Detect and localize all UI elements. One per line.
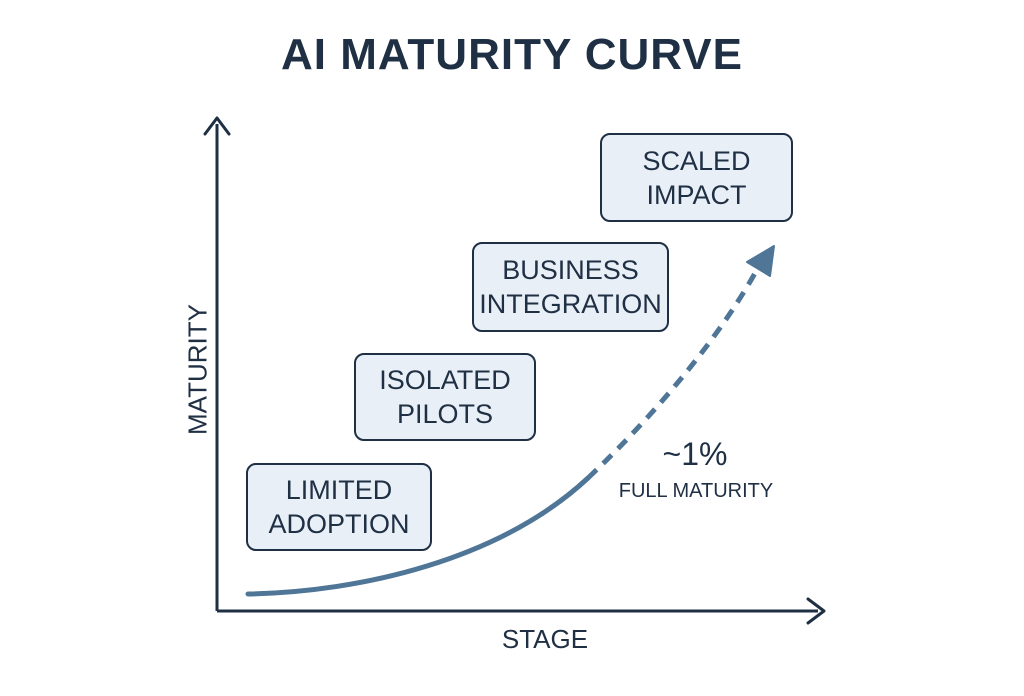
stage-box-isolated-pilots: ISOLATED PILOTS (354, 353, 536, 441)
stage-label-line1: BUSINESS (502, 255, 639, 285)
x-axis-label: STAGE (501, 624, 589, 654)
stage-box-scaled-impact: SCALED IMPACT (600, 133, 793, 222)
stage-label-line2: IMPACT (646, 179, 747, 210)
stage-label-line2: INTEGRATION (479, 289, 662, 319)
stage-box-business-integration: BUSINESS INTEGRATION (472, 242, 669, 332)
full-maturity-caption: FULL MATURITY (618, 480, 774, 502)
y-axis-label: MATURITY (182, 304, 213, 435)
stage-label-line1: ISOLATED (379, 365, 511, 395)
diagram-title: AI MATURITY CURVE (281, 30, 743, 79)
stage-label-line1: SCALED (642, 145, 751, 176)
stage-label-line2: PILOTS (396, 399, 494, 429)
full-maturity-percentage: ~1% (662, 436, 728, 472)
stage-label-line1: LIMITED (285, 475, 393, 505)
curve-arrowhead (746, 245, 775, 277)
stage-box-limited-adoption: LIMITED ADOPTION (246, 463, 432, 551)
stage-label-line2: ADOPTION (268, 509, 410, 539)
maturity-curve-solid (245, 475, 591, 597)
y-axis-arrow (203, 116, 231, 136)
x-axis-arrow (806, 597, 826, 625)
